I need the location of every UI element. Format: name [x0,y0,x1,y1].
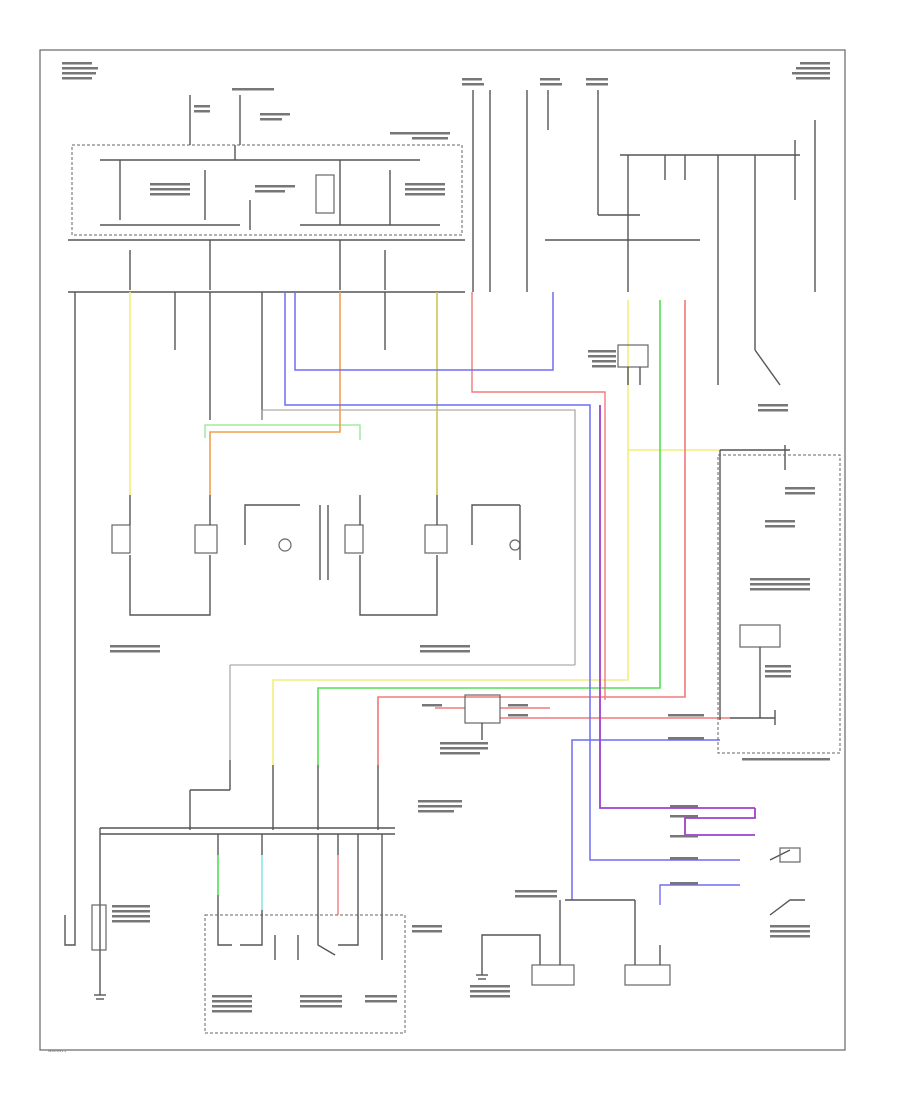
label-blocks [62,62,830,1013]
wire-yellow-main [272,300,629,765]
wire-purple-loop [684,808,756,836]
footer-code: W000411 [48,1048,67,1053]
sensor-lower-left [64,900,107,1000]
fuse-relay-box-left [68,95,465,293]
wire-blue-ecm [571,739,720,900]
combination-switch [99,760,406,1034]
motor-group-right [344,495,521,616]
fuse-box-right [545,90,816,292]
gray-wires [229,409,576,760]
wire-purple [599,405,755,809]
wire-red-mid [471,292,606,700]
fuse-center-top [472,90,528,292]
relay-right-mid [617,344,649,385]
ecm-right-column [717,445,841,754]
black-wires [74,292,781,900]
wire-orange [209,292,341,495]
wire-green-main [317,300,661,765]
wire-blue-long [284,292,740,861]
wire-blue-sw [659,884,740,905]
switches-lower-right [476,847,805,986]
wire-lightgreen-left [204,424,361,440]
wire-blue-top [294,292,554,371]
diagram-frame [39,49,846,1051]
wire-red-main [377,300,686,765]
relay-center [464,694,501,740]
motor-group-left [111,495,329,616]
